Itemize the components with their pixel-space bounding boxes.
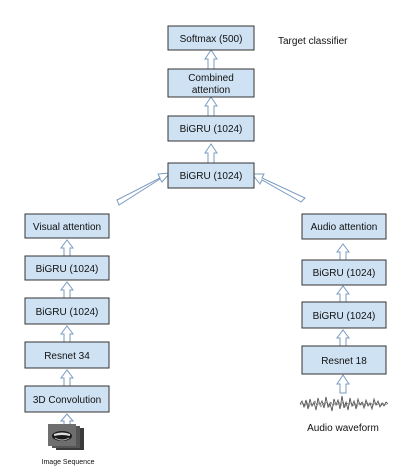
visual-bigru-lower-label: BiGRU (1024) xyxy=(36,307,99,318)
resnet18-label: Resnet 18 xyxy=(321,356,367,367)
combined-attention-node: Combined attention xyxy=(167,68,255,98)
arrow-bigru-to-combined xyxy=(204,96,218,117)
bigru-top-lower-label: BiGRU (1024) xyxy=(180,171,243,182)
visual-bigru-upper-node: BiGRU (1024) xyxy=(24,255,110,281)
arrow-waveform-to-resnet18 xyxy=(336,374,350,394)
combined-attention-label-line2: attention xyxy=(192,85,230,96)
visual-bigru-upper-label: BiGRU (1024) xyxy=(36,264,99,275)
bigru-top-upper-label: BiGRU (1024) xyxy=(180,124,243,135)
image-sequence-label: Image Sequence xyxy=(42,459,95,466)
resnet18-node: Resnet 18 xyxy=(301,345,387,375)
conv3d-label: 3D Convolution xyxy=(33,395,101,406)
softmax-label: Softmax (500) xyxy=(180,34,243,45)
resnet34-label: Resnet 34 xyxy=(44,351,90,362)
visual-attention-node: Visual attention xyxy=(24,213,110,239)
arrow-visual-bigru-lower-to-upper xyxy=(60,281,74,299)
image-sequence-icon xyxy=(48,424,84,450)
audio-bigru-upper-label: BiGRU (1024) xyxy=(313,268,376,279)
bigru-top-upper-node: BiGRU (1024) xyxy=(167,115,255,142)
audio-bigru-lower-label: BiGRU (1024) xyxy=(313,311,376,322)
arrow-bigru-to-bigru-top xyxy=(204,143,218,164)
arrow-visual-attention-to-bigru xyxy=(116,172,172,206)
audio-waveform-label: Audio waveform xyxy=(307,423,379,434)
combined-attention-label-line1: Combined xyxy=(188,73,234,84)
arrow-audio-bigru-lower-to-upper xyxy=(336,285,350,303)
arrow-resnet34-to-bigru xyxy=(60,325,74,343)
arrow-audio-bigru-to-audio-attention xyxy=(336,243,350,261)
arrow-combined-to-softmax xyxy=(204,49,218,70)
visual-bigru-lower-node: BiGRU (1024) xyxy=(24,297,110,325)
audio-attention-label: Audio attention xyxy=(311,222,378,233)
audio-bigru-upper-node: BiGRU (1024) xyxy=(301,259,387,286)
target-classifier-label: Target classifier xyxy=(278,36,348,47)
arrow-conv3d-to-resnet34 xyxy=(60,369,74,387)
audio-bigru-lower-node: BiGRU (1024) xyxy=(301,301,387,329)
softmax-node: Softmax (500) xyxy=(167,25,255,51)
conv3d-node: 3D Convolution xyxy=(24,385,110,413)
resnet34-node: Resnet 34 xyxy=(24,341,110,369)
bigru-top-lower-node: BiGRU (1024) xyxy=(167,162,255,189)
arrow-resnet18-to-bigru xyxy=(336,329,350,347)
arrow-visual-bigru-to-visual-attention xyxy=(60,239,74,257)
visual-attention-label: Visual attention xyxy=(33,222,101,233)
audio-waveform-icon xyxy=(299,395,389,412)
arrow-audio-attention-to-bigru xyxy=(250,173,306,203)
audio-attention-node: Audio attention xyxy=(301,213,387,240)
